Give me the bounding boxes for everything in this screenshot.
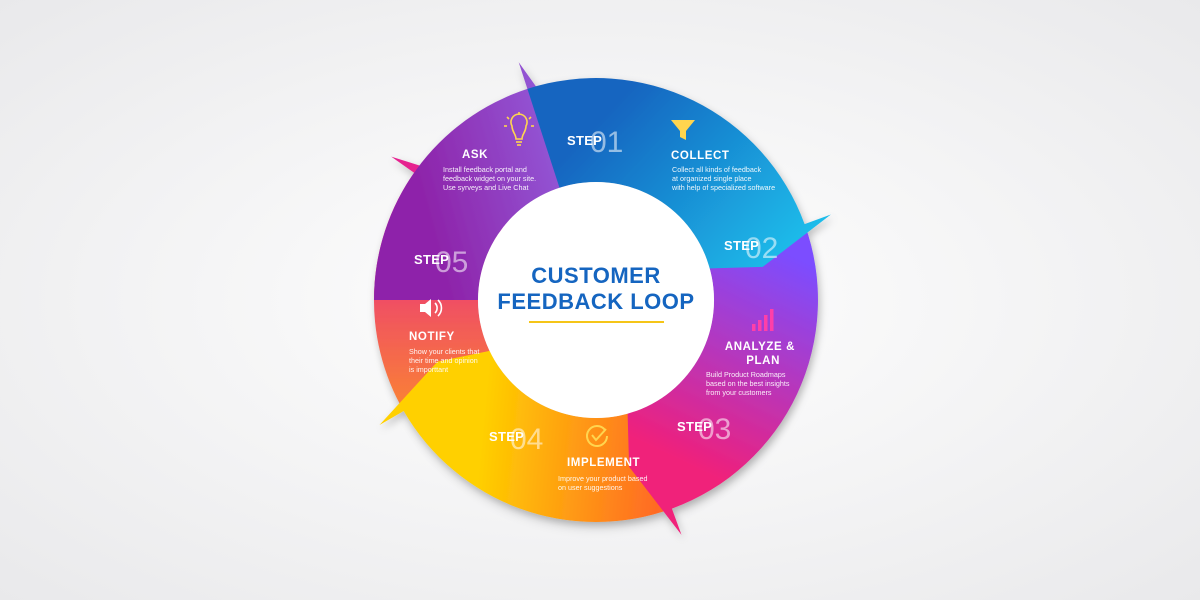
ring-segment-step-4 bbox=[379, 345, 672, 522]
bar-chart-icon bbox=[752, 309, 774, 331]
step-5-number: 05 bbox=[435, 246, 468, 279]
step-4-label: STEP bbox=[489, 429, 524, 444]
step-1-label: STEP bbox=[567, 133, 602, 148]
step-1-desc-1: Install feedback portal and bbox=[443, 165, 527, 174]
step-1-desc-2: feedback widget on your site. bbox=[443, 174, 536, 183]
check-circle-icon bbox=[586, 425, 608, 447]
step-5-desc-3: is importtant bbox=[409, 365, 448, 374]
step-2-desc-1: Collect all kinds of feedback bbox=[672, 165, 761, 174]
ring-segment-step-1 bbox=[374, 62, 569, 301]
step-2-label: STEP bbox=[724, 238, 759, 253]
step-2: COLLECT Collect all kinds of feedback at… bbox=[671, 120, 778, 265]
step-3-number: 03 bbox=[698, 413, 731, 446]
step-3: ANALYZE & PLAN Build Product Roadmaps ba… bbox=[677, 309, 795, 446]
title-line-1: CUSTOMER bbox=[531, 263, 661, 288]
step-2-desc-3: with help of specialized software bbox=[671, 183, 775, 192]
step-2-desc-2: at organized single place bbox=[672, 174, 752, 183]
step-2-number: 02 bbox=[745, 232, 778, 265]
step-3-heading: ANALYZE & bbox=[725, 341, 795, 353]
step-5-label: STEP bbox=[414, 252, 449, 267]
step-3-desc-2: based on the best insights bbox=[706, 379, 790, 388]
ring-segment-step-3 bbox=[626, 224, 818, 535]
step-5-desc-1: Show your clients that bbox=[409, 347, 479, 356]
step-3-desc-3: from your customers bbox=[706, 388, 772, 397]
step-5-heading: NOTIFY bbox=[409, 331, 455, 343]
step-4: STEP 04 IMPLEMENT Improve your product b… bbox=[489, 423, 648, 492]
step-1-desc-3: Use syrveys and Live Chat bbox=[443, 183, 529, 192]
step-3-desc-1: Build Product Roadmaps bbox=[706, 370, 786, 379]
step-3-label: STEP bbox=[677, 419, 712, 434]
lightbulb-icon bbox=[504, 112, 534, 146]
title-line-2: FEEDBACK LOOP bbox=[497, 289, 694, 314]
step-1: STEP 01 ASK Install feedback portal and … bbox=[443, 112, 623, 192]
step-5: STEP 05 NOTIFY Show your clients that th… bbox=[409, 246, 479, 374]
ring-segments bbox=[373, 62, 831, 535]
step-1-heading: ASK bbox=[462, 149, 488, 161]
step-4-number: 04 bbox=[510, 423, 543, 456]
step-4-desc-1: Improve your product based bbox=[558, 474, 648, 483]
step-2-heading: COLLECT bbox=[671, 150, 730, 162]
ring-segment-step-2 bbox=[527, 78, 831, 270]
step-4-heading: IMPLEMENT bbox=[567, 457, 640, 469]
step-1-number: 01 bbox=[590, 126, 623, 159]
step-4-desc-2: on user suggestions bbox=[558, 483, 623, 492]
inner-disc bbox=[478, 182, 714, 418]
step-5-desc-2: their time and opinion bbox=[409, 356, 478, 365]
speaker-icon bbox=[420, 299, 443, 317]
funnel-icon bbox=[671, 120, 695, 140]
step-3-heading-2: PLAN bbox=[746, 355, 780, 367]
